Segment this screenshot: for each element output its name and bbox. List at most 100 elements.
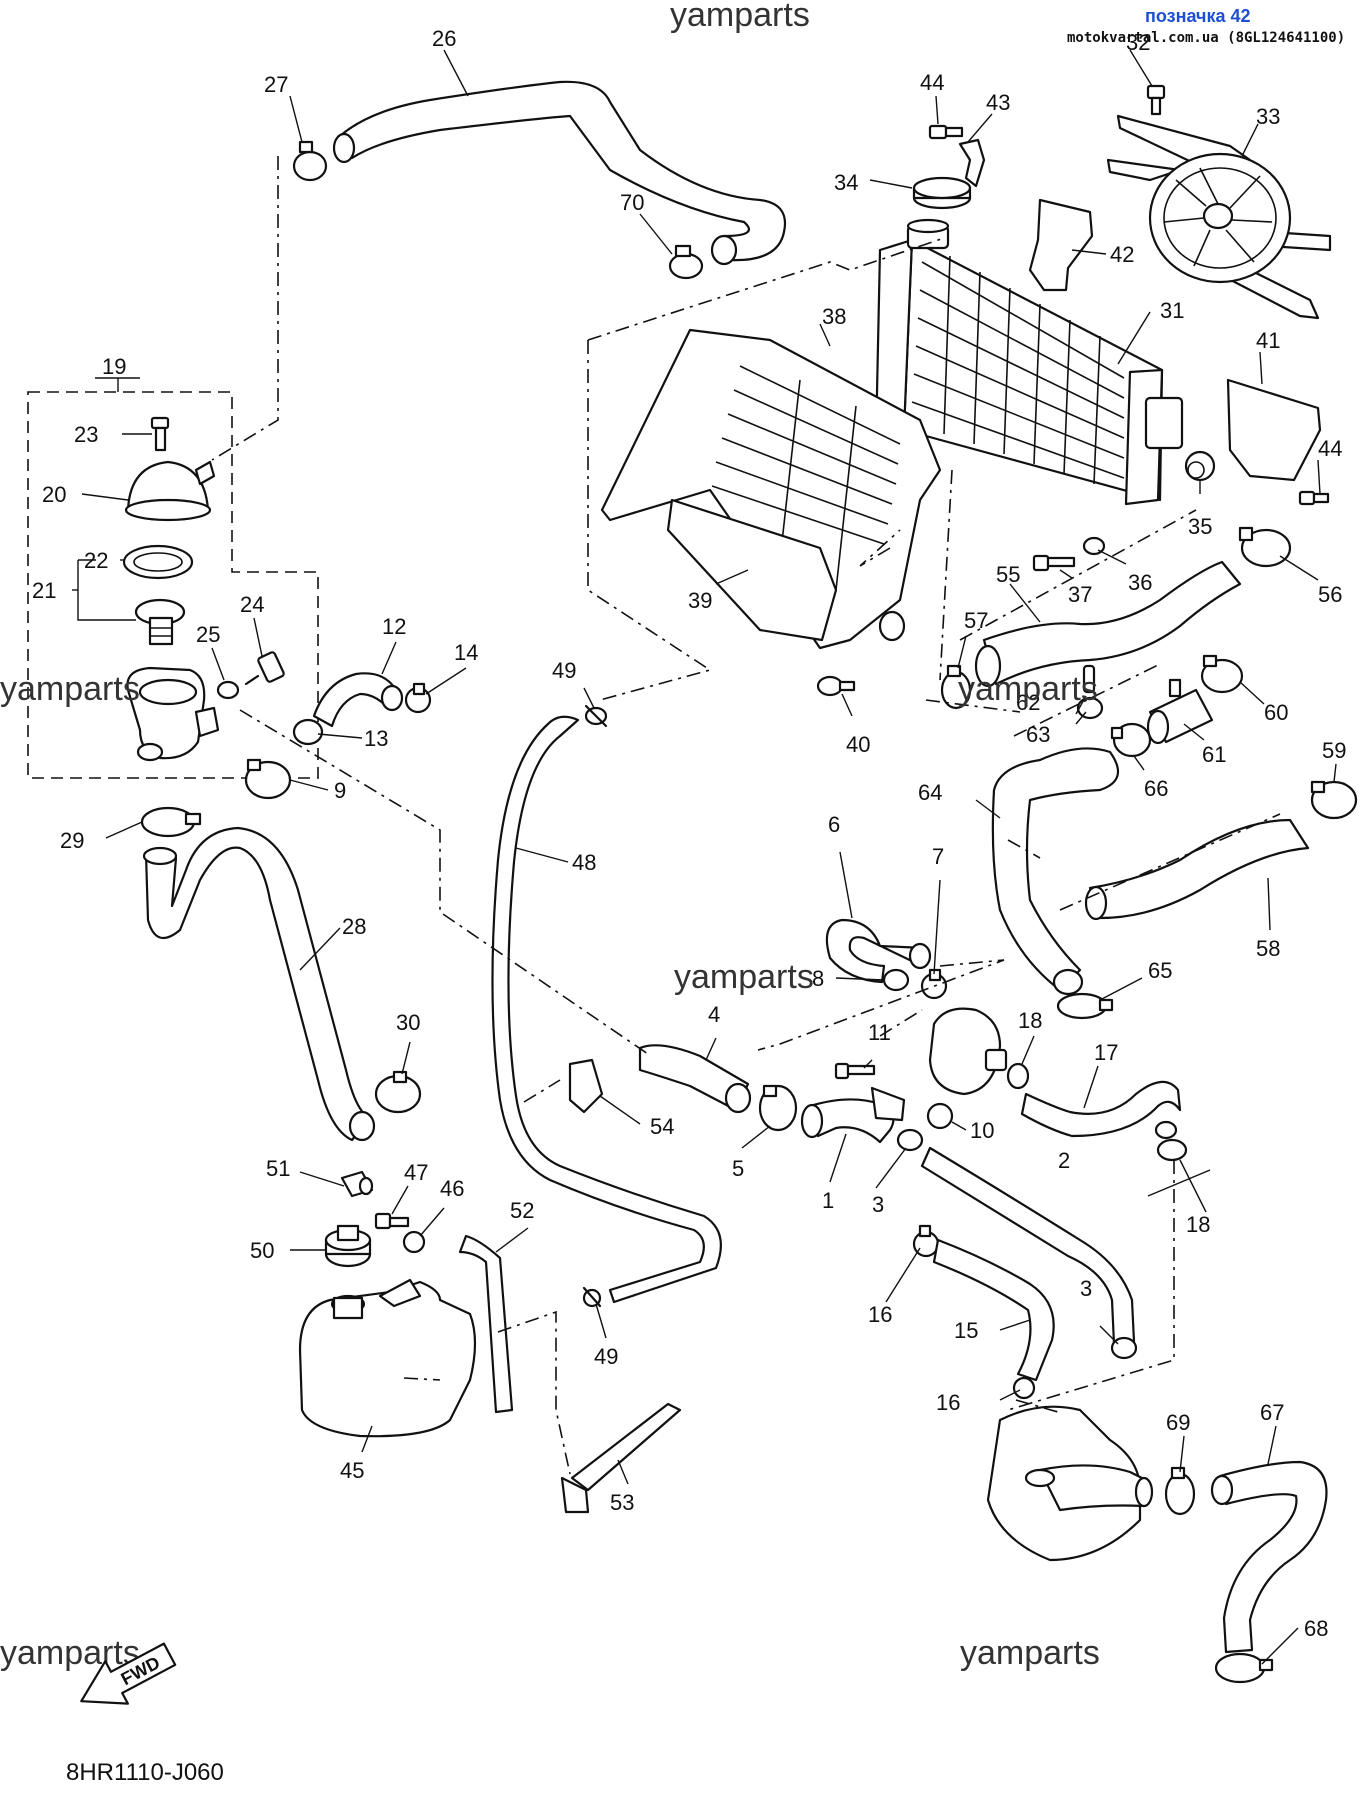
callout-12: 12 [382,614,406,639]
part-61-joint-pipe [1146,678,1214,745]
part-pump-housing-upper [928,1007,1008,1096]
callout-44-top: 44 [920,70,944,95]
callout-69: 69 [1166,1410,1190,1435]
part-12-hose [312,672,404,728]
callout-41: 41 [1256,328,1280,353]
callout-35: 35 [1188,514,1212,539]
callout-32: 32 [1126,30,1150,55]
part-49-clip-bottom [582,1286,602,1308]
callout-46: 46 [440,1176,464,1201]
part-65-hose-clamp [1056,992,1114,1020]
part-31-radiator [874,218,1184,506]
callout-47: 47 [404,1160,428,1185]
callout-53: 53 [610,1490,634,1515]
part-27-hose-clamp [292,140,328,182]
watermark-top: yamparts [670,0,810,34]
part-14-hose-clamp [404,682,432,714]
callout-56: 56 [1318,582,1342,607]
callout-14: 14 [454,640,478,665]
leader-lines [72,49,1337,1665]
tag-label: позначка 42 [1145,6,1251,26]
part-5-hose-clamp [758,1084,798,1132]
callout-49-bottom: 49 [594,1344,618,1369]
part-16-hose-clamp-upper [912,1224,940,1258]
callout-51: 51 [266,1156,290,1181]
callout-9: 9 [334,778,346,803]
callout-1: 1 [822,1188,834,1213]
callout-67: 67 [1260,1400,1284,1425]
callout-63: 63 [1026,722,1050,747]
part-3-hose-clamp-upper [896,1128,924,1152]
part-30-hose-clamp [374,1070,422,1114]
callout-2: 2 [1058,1148,1070,1173]
callout-15: 15 [954,1318,978,1343]
callout-65: 65 [1148,958,1172,983]
watermark-center: yamparts [674,958,814,996]
part-41-bracket [1226,378,1322,482]
part-20-thermostat-cover [124,460,216,522]
watermark-bottom-left: yamparts [0,1634,140,1672]
part-44-bolt-right [1298,490,1330,506]
callout-27: 27 [264,72,288,97]
watermark-right: yamparts [958,670,1098,708]
callout-39: 39 [688,588,712,613]
part-51-breather-pipe [340,1170,374,1198]
callout-24: 24 [240,592,264,617]
callout-25: 25 [196,622,220,647]
part-42-bracket [1028,198,1094,292]
part-45-coolant-reservoir [298,1278,477,1438]
part-18-hose-clamp-lower [1156,1138,1188,1162]
callout-33: 33 [1256,104,1280,129]
callout-50: 50 [250,1238,274,1263]
callout-58: 58 [1256,936,1280,961]
part-49-clip-top [584,704,608,728]
part-54-hose-holder [568,1058,604,1114]
part-3-hose-clamp-lower [1110,1336,1138,1360]
callout-23: 23 [74,422,98,447]
part-21-thermostat [134,598,186,646]
site-ref: motokvartal.com.ua (8GL124641100) [1067,30,1345,46]
callout-38: 38 [822,304,846,329]
callout-numbers: 1 2 3 3 4 5 6 7 8 9 10 11 12 13 14 15 16… [32,26,1346,1641]
part-60-hose-clamp [1200,654,1244,694]
part-7-hose-clamp [920,968,948,1000]
part-15-hose [932,1238,1055,1382]
part-56-hose-clamp [1238,526,1292,568]
part-37-bolt [1032,554,1076,572]
watermark-left: yamparts [0,670,140,708]
part-28-radiator-hose-lower [142,826,376,1142]
part-38-radiator-cover [600,328,942,650]
callout-64: 64 [918,780,942,805]
callout-49-top: 49 [552,658,576,683]
callout-20: 20 [42,482,66,507]
part-68-hose-clamp [1214,1652,1274,1684]
part-26-radiator-hose-upper [332,80,787,266]
callout-48: 48 [572,850,596,875]
callout-54: 54 [650,1114,674,1139]
callout-55: 55 [996,562,1020,587]
part-34-radiator-cap [912,176,972,210]
part-16-hose-clamp-lower [1012,1376,1036,1400]
callout-28: 28 [342,914,366,939]
callout-3-lower: 3 [1080,1276,1092,1301]
callout-22: 22 [84,548,108,573]
callout-43: 43 [986,90,1010,115]
callout-13: 13 [364,726,388,751]
part-67-hose [1210,1460,1328,1654]
part-4-hose [638,1044,752,1114]
part-43-bracket [958,138,986,188]
callout-3-upper: 3 [872,1192,884,1217]
callout-40: 40 [846,732,870,757]
callout-5: 5 [732,1156,744,1181]
callout-26: 26 [432,26,456,51]
part-53-band [560,1402,682,1514]
part-70-hose-clamp [668,244,704,280]
part-22-gasket [122,544,194,580]
part-8-hose-clamp [882,968,910,992]
callout-66: 66 [1144,776,1168,801]
callout-52: 52 [510,1198,534,1223]
part-1-water-pipe [800,1086,906,1144]
part-25-o-ring [216,680,240,700]
part-11-bolt [834,1062,876,1080]
